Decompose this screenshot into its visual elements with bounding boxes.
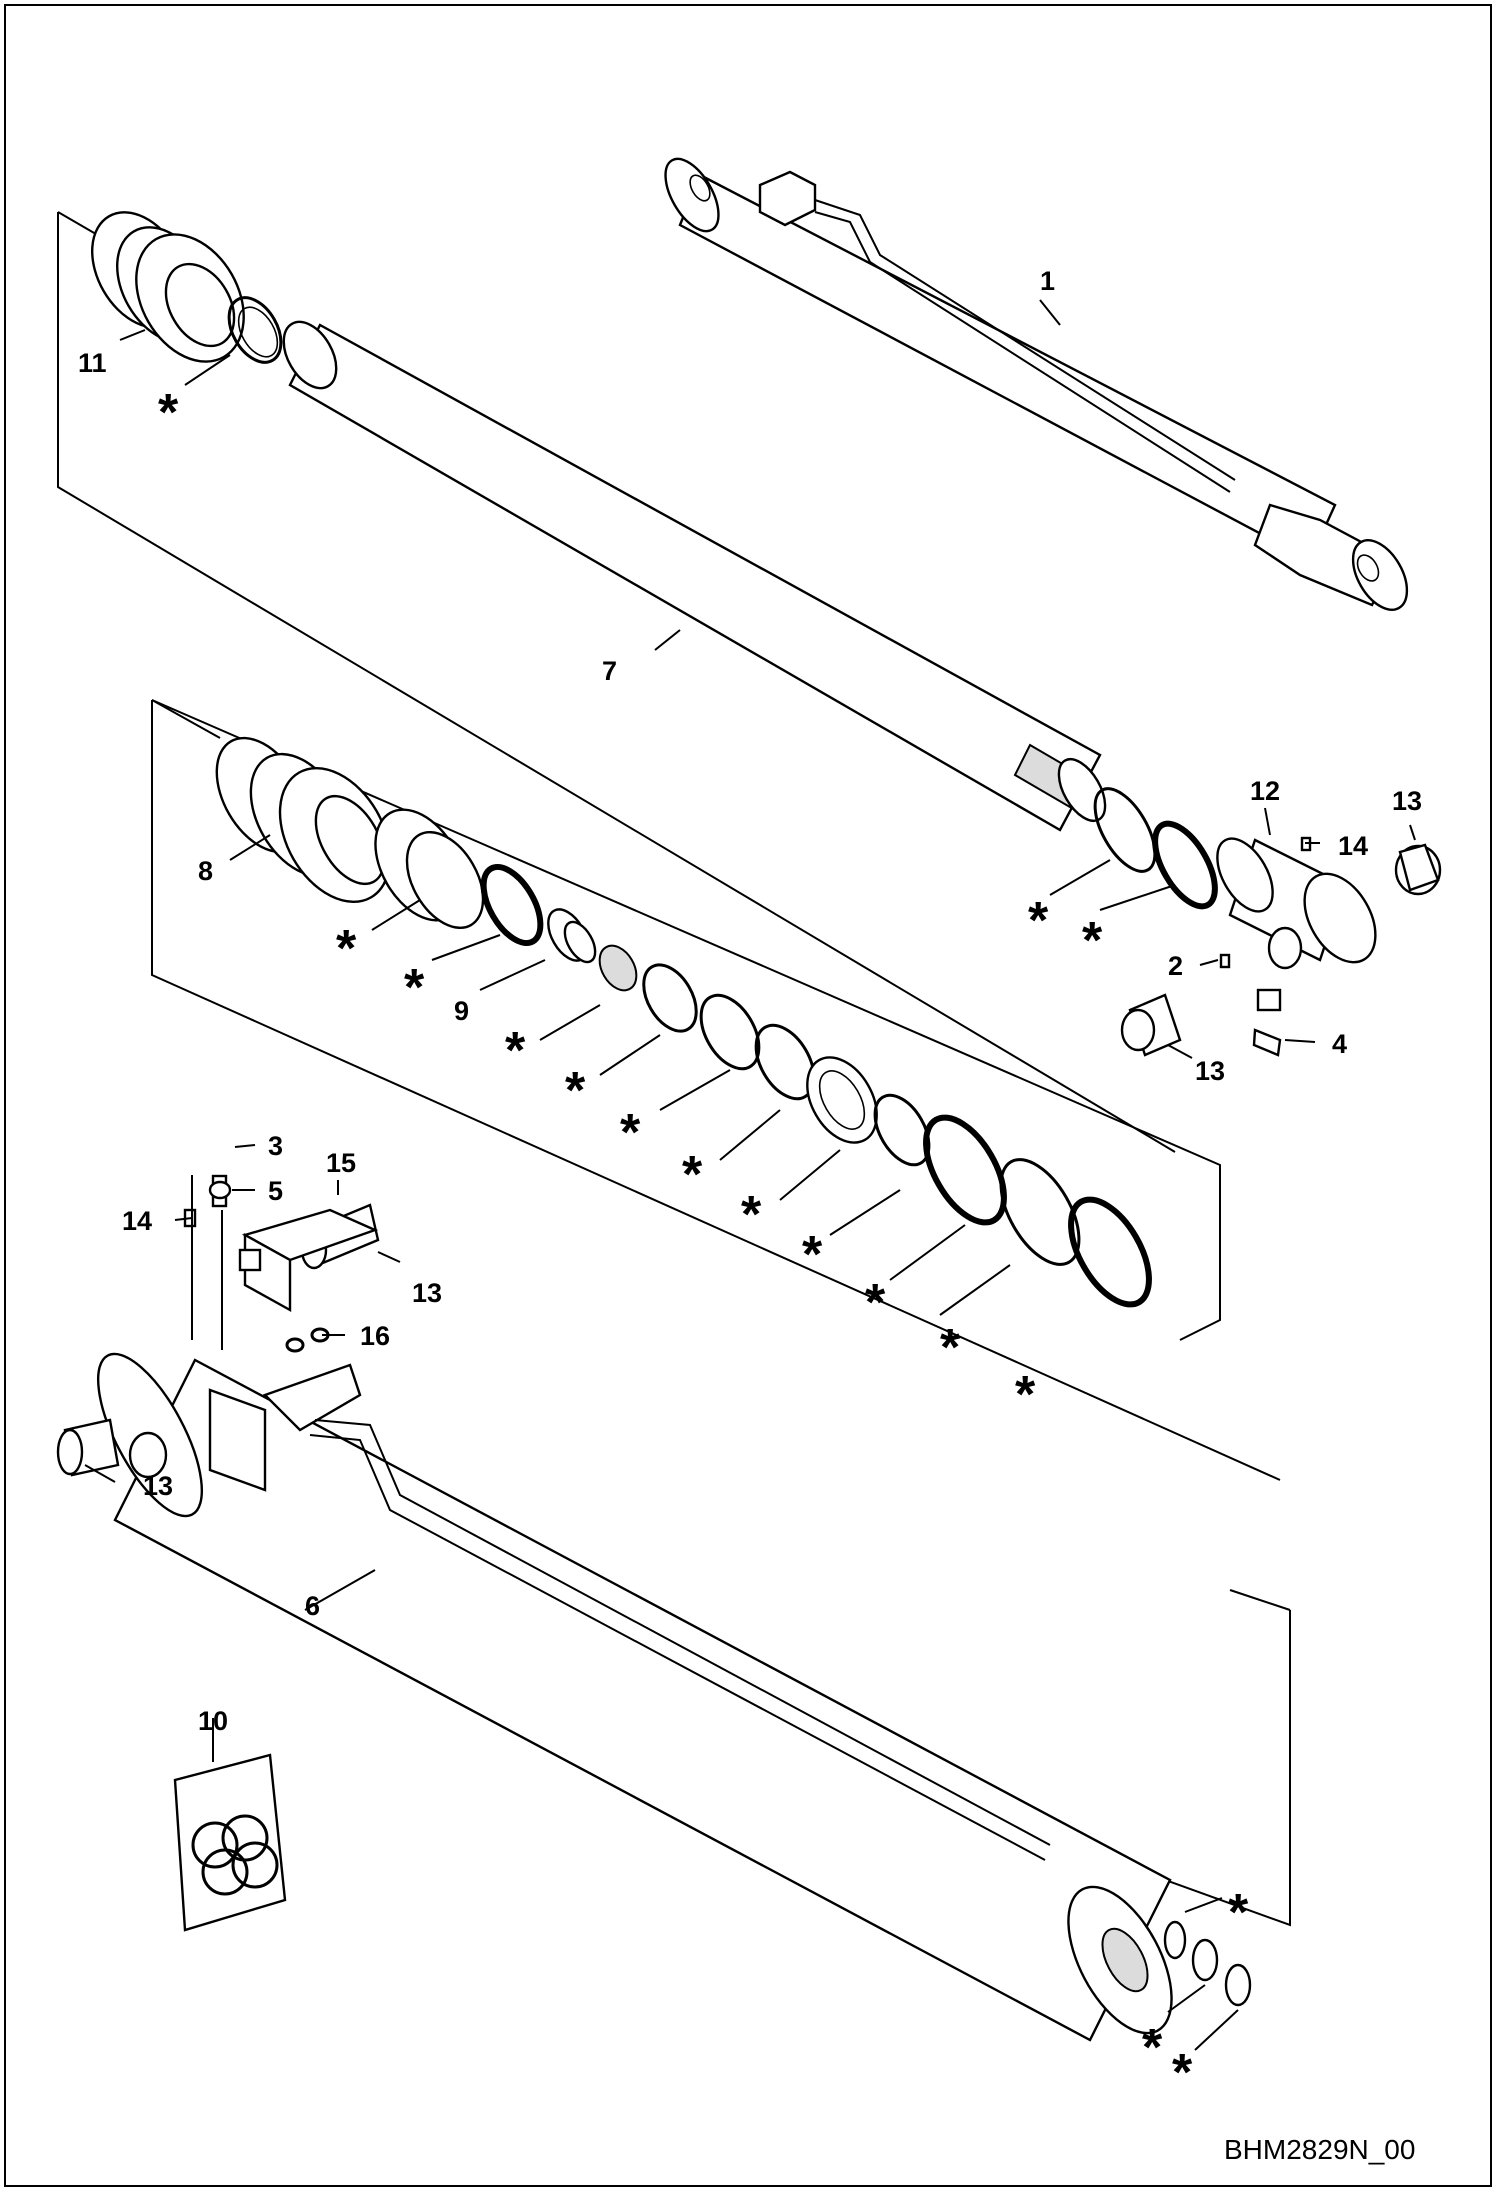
cylinder-barrel-part — [56, 1174, 1252, 2042]
seal-marker: * — [1172, 2044, 1193, 2102]
callout-14a: 14 — [1338, 831, 1368, 861]
callout-13d: 13 — [143, 1471, 173, 1501]
seal-markers: * * * * * * * * * * * * * * * * * — [158, 384, 1249, 2102]
callout-9: 9 — [454, 996, 469, 1026]
seal-marker: * — [940, 1319, 961, 1377]
callout-7: 7 — [602, 656, 617, 686]
seal-marker: * — [802, 1226, 823, 1284]
drawing-frame — [4, 4, 1492, 2187]
callout-3: 3 — [268, 1131, 283, 1161]
seal-marker: * — [741, 1186, 762, 1244]
callout-13b: 13 — [1195, 1056, 1225, 1086]
seal-marker: * — [1228, 1884, 1249, 1942]
seal-marker: * — [565, 1062, 586, 1120]
seal-marker: * — [682, 1146, 703, 1204]
callout-2: 2 — [1168, 951, 1183, 981]
seal-marker: * — [336, 920, 357, 978]
seal-kit-bag — [173, 1753, 287, 1932]
callout-13c: 13 — [412, 1278, 442, 1308]
piston-rod-part — [282, 320, 1218, 910]
leader-lines — [84, 299, 1416, 2051]
seal-marker: * — [1015, 1366, 1036, 1424]
seal-marker: * — [620, 1104, 641, 1162]
seal-marker: * — [1028, 892, 1049, 950]
callout-8: 8 — [198, 856, 213, 886]
callout-4: 4 — [1332, 1029, 1347, 1059]
rod-eye-part — [1120, 836, 1442, 1057]
callout-5: 5 — [268, 1176, 283, 1206]
callout-10: 10 — [198, 1706, 228, 1736]
callout-15: 15 — [326, 1148, 356, 1178]
callout-6: 6 — [305, 1591, 320, 1621]
seal-marker: * — [865, 1274, 886, 1332]
callout-12: 12 — [1250, 776, 1280, 806]
callout-14b: 14 — [122, 1206, 152, 1236]
piston-seal-set — [215, 736, 1152, 1308]
drawing-code: BHM2829N_00 — [1224, 2134, 1415, 2165]
seal-marker: * — [1142, 2019, 1163, 2077]
seal-marker: * — [404, 959, 425, 1017]
callout-labels: 1 11 7 8 9 12 13 14 2 4 13 3 15 5 14 13 … — [78, 266, 1422, 1736]
seal-marker: * — [505, 1022, 526, 1080]
gland-part — [91, 211, 283, 364]
rod-assembly-part — [664, 157, 1409, 611]
seal-marker: * — [158, 384, 179, 442]
callout-13a: 13 — [1392, 786, 1422, 816]
callout-11: 11 — [78, 348, 107, 378]
callout-16: 16 — [360, 1321, 390, 1351]
seal-marker: * — [1082, 912, 1103, 970]
callout-1: 1 — [1040, 266, 1055, 296]
